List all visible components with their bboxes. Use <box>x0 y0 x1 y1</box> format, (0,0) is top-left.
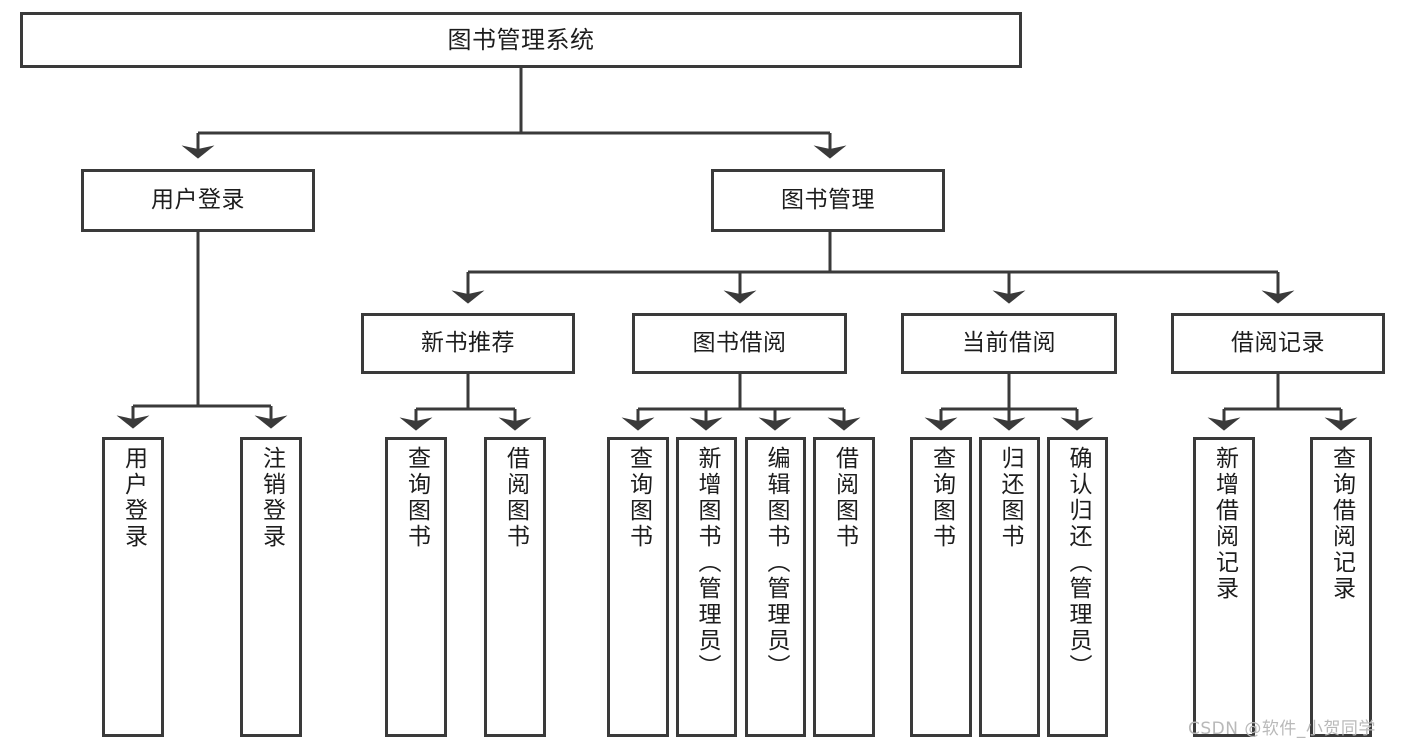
node-label: 借阅图书 <box>831 446 858 550</box>
node-label: 图书管理系统 <box>447 25 595 54</box>
node-book-manage[interactable]: 图书管理 <box>711 169 945 232</box>
node-label: 确认归还（管理员） <box>1065 446 1091 680</box>
node-label: 新增图书（管理员） <box>694 446 720 680</box>
leaf-borrow-book-2[interactable]: 借阅图书 <box>813 437 875 737</box>
node-label: 新书推荐 <box>421 329 515 356</box>
leaf-user-login[interactable]: 用户登录 <box>102 437 164 737</box>
node-label: 编辑图书（管理员） <box>763 446 789 680</box>
watermark-text: CSDN @软件_小贺同学 <box>1188 719 1376 739</box>
leaf-user-logout[interactable]: 注销登录 <box>240 437 302 737</box>
node-borrow-record[interactable]: 借阅记录 <box>1171 313 1385 374</box>
node-label: 图书借阅 <box>692 329 787 356</box>
leaf-query-record[interactable]: 查询借阅记录 <box>1310 437 1372 737</box>
node-label: 注销登录 <box>258 446 285 550</box>
node-label: 借阅图书 <box>502 446 529 550</box>
node-label: 用户登录 <box>120 446 147 550</box>
node-label: 图书管理 <box>781 186 875 213</box>
leaf-query-book-1[interactable]: 查询图书 <box>385 437 447 737</box>
node-label: 借阅记录 <box>1231 329 1325 356</box>
leaf-edit-book[interactable]: 编辑图书（管理员） <box>745 437 806 737</box>
node-book-borrow[interactable]: 图书借阅 <box>632 313 847 374</box>
node-user-login[interactable]: 用户登录 <box>81 169 315 232</box>
node-new-book-recommend[interactable]: 新书推荐 <box>361 313 575 374</box>
leaf-confirm-return[interactable]: 确认归还（管理员） <box>1047 437 1108 737</box>
leaf-query-book-3[interactable]: 查询图书 <box>910 437 972 737</box>
leaf-query-book-2[interactable]: 查询图书 <box>607 437 669 737</box>
node-label: 查询图书 <box>928 446 955 550</box>
leaf-borrow-book-1[interactable]: 借阅图书 <box>484 437 546 737</box>
node-label: 当前借阅 <box>962 329 1056 356</box>
leaf-return-book[interactable]: 归还图书 <box>979 437 1040 737</box>
node-label: 查询图书 <box>625 446 652 550</box>
node-root-system[interactable]: 图书管理系统 <box>20 12 1022 68</box>
node-label: 查询图书 <box>403 446 430 550</box>
node-label: 归还图书 <box>997 446 1023 550</box>
node-current-borrow[interactable]: 当前借阅 <box>901 313 1117 374</box>
node-label: 查询借阅记录 <box>1328 446 1355 602</box>
leaf-add-book[interactable]: 新增图书（管理员） <box>676 437 737 737</box>
leaf-add-record[interactable]: 新增借阅记录 <box>1193 437 1255 737</box>
node-label: 新增借阅记录 <box>1211 446 1238 602</box>
node-label: 用户登录 <box>151 186 245 213</box>
